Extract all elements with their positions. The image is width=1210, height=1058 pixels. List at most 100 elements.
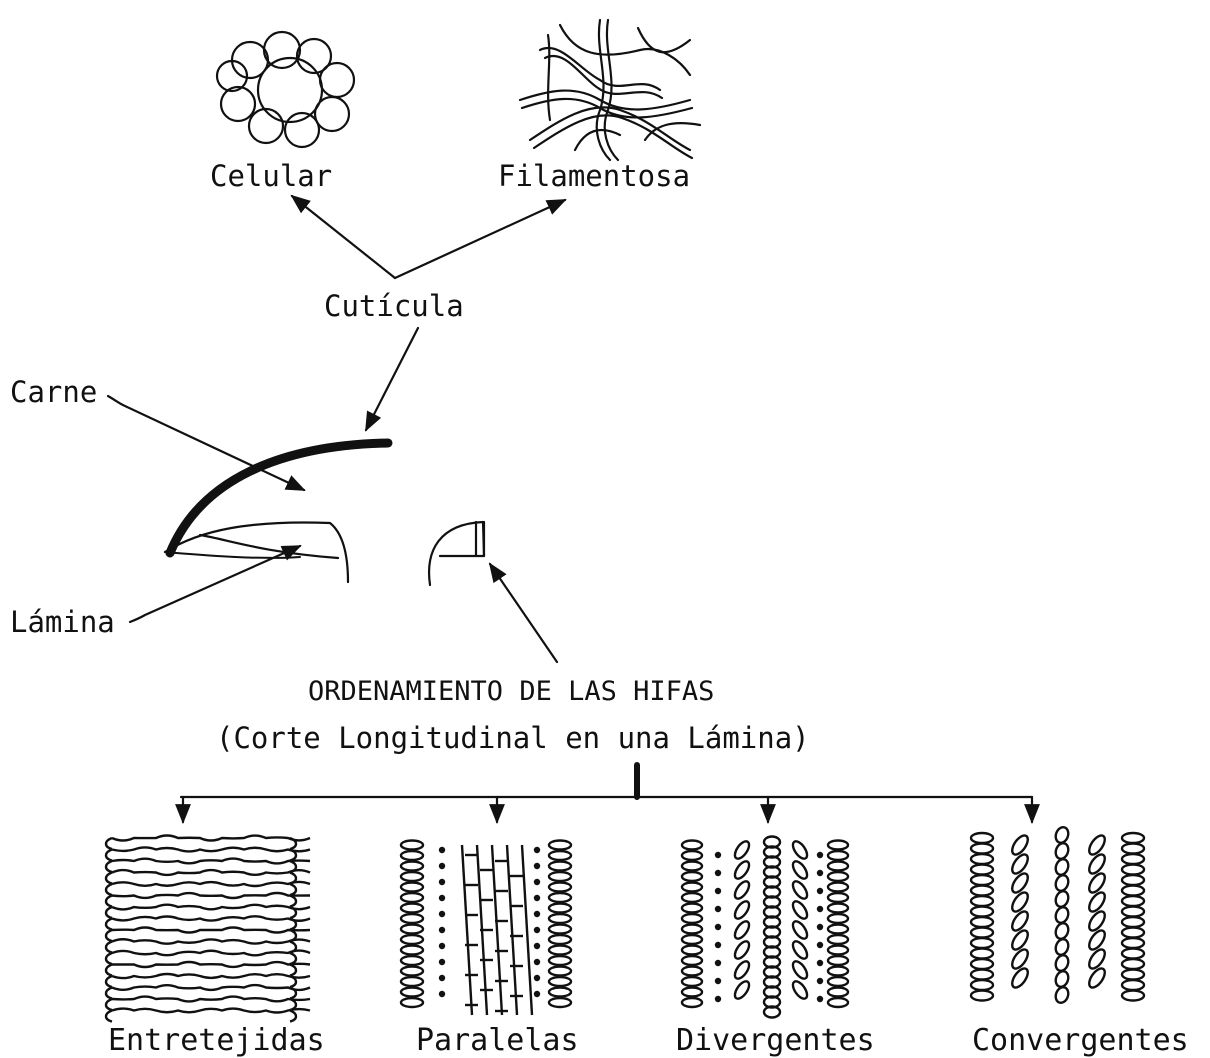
convergent-cell [1009, 852, 1031, 876]
convergent-outer-cell [971, 991, 993, 1001]
convergent-outer-cell [1122, 991, 1144, 1001]
divergentes-pattern-drawing [682, 837, 848, 1018]
convergent-cell [1009, 833, 1031, 857]
hypha-dot [817, 978, 823, 984]
hypha-dot [817, 870, 823, 876]
divergent-outer-cell [682, 977, 702, 986]
hypha-end [106, 942, 112, 953]
hypha-dot [439, 927, 445, 933]
hypha-dot [715, 996, 721, 1002]
gill-outline [165, 522, 348, 582]
interwoven-hypha [112, 939, 310, 943]
divergent-cell [732, 899, 752, 921]
parallel-cell [401, 851, 423, 860]
arrow-to-celular [292, 196, 395, 278]
convergent-outer-cell [1122, 886, 1144, 896]
convergentes-label: Convergentes [972, 1023, 1189, 1058]
parallel-hypha-wall [492, 845, 502, 1015]
parallel-cell [549, 841, 571, 850]
parallel-cell [401, 998, 423, 1007]
parallel-cell [549, 988, 571, 997]
interwoven-hypha [112, 859, 310, 864]
central-hypha-cell [1054, 921, 1071, 940]
hypha-dot [439, 911, 445, 917]
central-hypha-cell [1054, 841, 1071, 860]
divergent-outer-cell [682, 988, 702, 997]
parallel-cell [549, 925, 571, 934]
convergentes-pattern-drawing [971, 825, 1144, 1004]
hypha-dot [439, 943, 445, 949]
parallel-cell [549, 935, 571, 944]
hypha-dot [439, 895, 445, 901]
interwoven-hypha [112, 870, 310, 875]
divergent-outer-cell [828, 956, 848, 965]
divergent-outer-cell [682, 851, 702, 860]
hypha-end [290, 953, 296, 964]
hypha-end [106, 988, 112, 999]
divergent-outer-cell [828, 967, 848, 976]
convergent-outer-cell [971, 938, 993, 948]
hypha-end [106, 861, 112, 872]
convergent-cell [1009, 890, 1031, 914]
divergent-outer-cell [682, 967, 702, 976]
divergent-outer-cell [828, 904, 848, 913]
interwoven-hypha [112, 951, 310, 956]
convergent-cell [1086, 947, 1108, 971]
parallel-cell [549, 967, 571, 976]
entretejidas-pattern-drawing [106, 836, 310, 1022]
parallel-cell [401, 956, 423, 965]
hypha-dot [534, 943, 540, 949]
parallel-cell [401, 946, 423, 955]
hypha-dot [817, 906, 823, 912]
hypha-dot [534, 911, 540, 917]
hypha-end [106, 953, 112, 964]
parallel-cell [549, 851, 571, 860]
convergent-cell [1009, 909, 1031, 933]
convergent-cell [1009, 928, 1031, 952]
arrow-carne-to-flesh [108, 396, 304, 490]
parallel-cell [401, 977, 423, 986]
divergent-cell [790, 879, 810, 901]
hypha-dot [817, 942, 823, 948]
hypha-dot [817, 960, 823, 966]
hypha-dot [534, 895, 540, 901]
hypha-dot [715, 888, 721, 894]
hypha-dot [534, 975, 540, 981]
hypha-end [106, 873, 112, 884]
hypha-dot [715, 942, 721, 948]
convergent-outer-cell [971, 949, 993, 959]
hypha-dot [715, 960, 721, 966]
parallel-cell [549, 862, 571, 871]
central-hypha-cell [1054, 937, 1071, 956]
convergent-outer-cell [1122, 875, 1144, 885]
interwoven-hypha [112, 905, 310, 910]
divergent-outer-cell [828, 925, 848, 934]
hypha-dot [715, 924, 721, 930]
convergent-cell [1086, 928, 1108, 952]
divergent-outer-cell [682, 956, 702, 965]
hypha-end [290, 988, 296, 999]
divergent-cell [732, 959, 752, 981]
parallel-cell [549, 883, 571, 892]
parallel-cell [549, 946, 571, 955]
interwoven-hypha [112, 847, 310, 851]
divergent-outer-cell [828, 841, 848, 850]
divergent-cell [790, 979, 810, 1001]
convergent-outer-cell [971, 980, 993, 990]
filamentous-cuticle-drawing [520, 20, 700, 160]
hypha-end [106, 976, 112, 987]
convergent-cell [1086, 890, 1108, 914]
central-hypha-cell [1054, 969, 1071, 988]
parallel-cell [401, 935, 423, 944]
divergent-outer-cell [828, 851, 848, 860]
central-hypha-cell [1054, 905, 1071, 924]
divergent-outer-cell [682, 872, 702, 881]
parallel-cell [401, 925, 423, 934]
hypha-dot [715, 906, 721, 912]
interwoven-hypha [112, 974, 310, 978]
central-hypha-cell [1054, 985, 1071, 1004]
interwoven-hypha [112, 893, 310, 898]
convergent-outer-cell [971, 854, 993, 864]
